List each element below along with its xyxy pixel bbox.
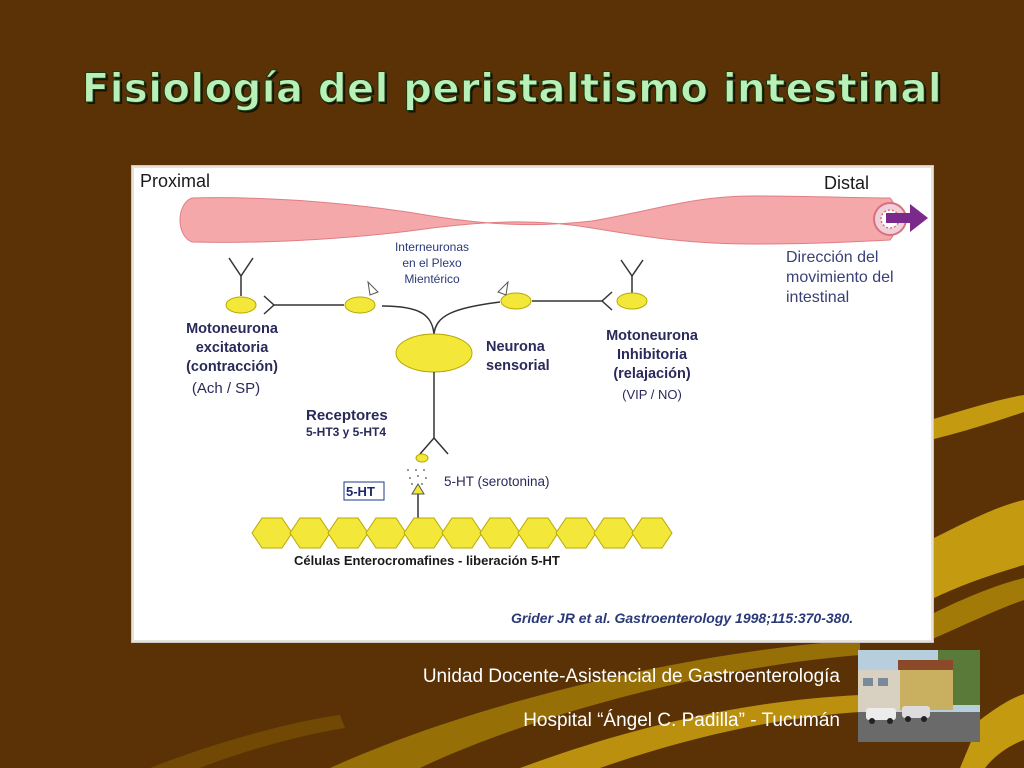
- hospital-building-icon: [858, 650, 980, 742]
- direction-arrow-icon: [886, 204, 928, 232]
- inhibitory-motoneuron-label: Motoneurona Inhibitoria (relajación): [606, 328, 698, 382]
- slide-title: Fisiología del peristaltismo intestinal: [81, 66, 943, 113]
- diagram-panel: Proximal Distal Dirección del movimiento…: [131, 165, 934, 643]
- sensory-neuron: [381, 301, 501, 463]
- serotonin-dots: [407, 469, 427, 485]
- excitatory-motoneuron: [225, 257, 257, 314]
- distal-label: Distal: [824, 173, 870, 193]
- interneuron-right: [497, 280, 613, 311]
- interneuron-left: [263, 280, 379, 315]
- inhibitory-motoneuron: [616, 259, 648, 310]
- excitatory-transmitters: (Ach / SP): [191, 380, 261, 397]
- citation: Grider JR et al. Gastroenterology 1998;1…: [511, 610, 854, 626]
- intestine-tube: [179, 195, 898, 245]
- peristalsis-diagram: [179, 195, 928, 549]
- inhibitory-transmitters: (VIP / NO): [622, 387, 682, 402]
- footer-unit: Unidad Docente-Asistencial de Gastroente…: [422, 666, 840, 687]
- enterochromaffin-label: Células Enterocromafines - liberación 5-…: [294, 553, 560, 568]
- receptores-label: Receptores 5-HT3 y 5-HT4: [306, 407, 388, 439]
- excitatory-motoneuron-label: Motoneurona excitatoria (contracción): [186, 321, 278, 375]
- footer-hospital: Hospital “Ángel C. Padilla” - Tucumán: [523, 710, 840, 731]
- enterochromaffin-cells: [251, 517, 673, 549]
- proximal-label: Proximal: [140, 171, 211, 191]
- sensory-neuron-label: Neurona sensorial: [486, 339, 550, 374]
- direction-label: Dirección del movimiento del intestinal: [786, 249, 894, 306]
- hospital-photo: [858, 650, 980, 742]
- interneuron-label: Interneuronas en el Plexo Mientérico: [394, 240, 470, 286]
- serotonin-label: 5-HT (serotonina): [444, 474, 550, 489]
- ht-box-label: 5-HT: [346, 484, 375, 499]
